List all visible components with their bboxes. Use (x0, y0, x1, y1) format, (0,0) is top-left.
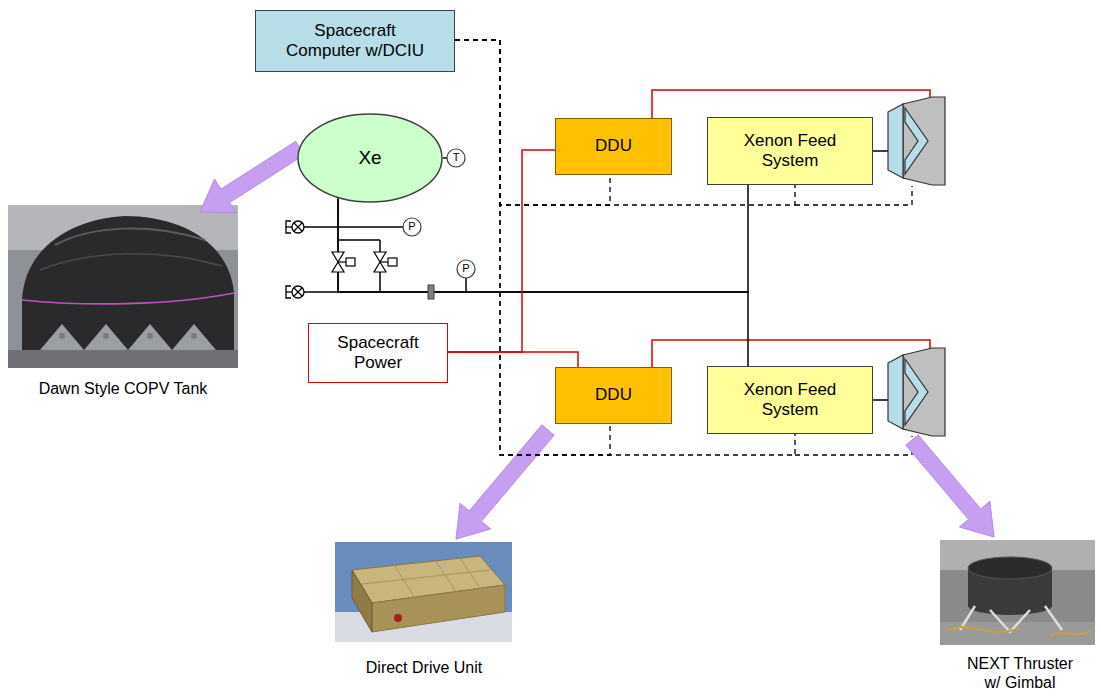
photo-cables (948, 627, 1090, 636)
ellipse-shape (298, 114, 442, 202)
tank-highlight (55, 228, 205, 245)
thruster-body (903, 348, 945, 436)
ddu-photo (335, 542, 512, 642)
thruster-chevron (905, 359, 928, 425)
ddu-box: DDU (555, 367, 672, 424)
sensor-letter: P (457, 262, 475, 275)
callout-arrows (200, 141, 994, 539)
tank-photo (8, 205, 238, 368)
power-box: Spacecraft Power (308, 323, 448, 383)
node-text: Spacecraft Power (323, 333, 433, 374)
latch-valve (332, 252, 355, 272)
tank-bolt (147, 333, 153, 339)
thruster-bottom (968, 597, 1052, 615)
ddu-panel-lines (362, 558, 490, 598)
tank-skirt-cutouts (40, 324, 216, 350)
valve-cross (294, 223, 302, 231)
ddu-box: DDU (555, 118, 672, 175)
valve-stem (286, 291, 292, 292)
node-text: Xe (358, 147, 381, 170)
data-line (795, 186, 912, 205)
node-text: DDU (595, 385, 632, 405)
thruster-chevron (905, 108, 928, 174)
tank-dome (22, 216, 234, 350)
tank-bolt (59, 333, 65, 339)
valve-body (292, 221, 304, 233)
thruster-body (903, 97, 945, 185)
photo-caption: Direct Drive Unit (329, 658, 519, 677)
data-line (795, 436, 912, 455)
valve-cap (286, 221, 291, 233)
photo-background (940, 540, 1095, 645)
filter-symbol (428, 285, 434, 299)
plumbing-line (304, 291, 338, 293)
node-text: Spacecraft Computer w/DCIU (280, 21, 430, 62)
valve-stem (381, 261, 388, 262)
thruster-gimbal (888, 355, 903, 429)
plumbing-line (304, 226, 338, 228)
tank-highlight (40, 254, 222, 270)
node-text: Xenon Feed System (730, 131, 850, 172)
ddu-connector (394, 614, 402, 622)
thruster-symbol (888, 97, 945, 185)
thruster-photo (940, 540, 1095, 645)
tank-bolt (103, 333, 109, 339)
xenon-tank: Xe (297, 113, 443, 203)
valve-actuator (388, 258, 397, 266)
sensor-circle (447, 149, 465, 167)
ddu-side-face (352, 570, 372, 632)
computer-box: Spacecraft Computer w/DCIU (255, 10, 455, 72)
xenon-line (873, 399, 888, 401)
valve-cross (294, 288, 302, 296)
photo-background (335, 542, 512, 642)
feed-system-box: Xenon Feed System (707, 366, 873, 434)
sensor-letter: P (403, 220, 421, 233)
power-wire (448, 150, 555, 352)
node-text: Xenon Feed System (730, 380, 850, 421)
plumbing-line (465, 278, 467, 292)
xenon-line (873, 150, 888, 152)
latch-valve (374, 252, 397, 272)
sensor-letter: T (447, 151, 465, 164)
callout-arrow (906, 435, 994, 537)
tank-seam (22, 293, 234, 304)
valve-actuator (346, 258, 355, 266)
tank-bolt (191, 333, 197, 339)
fill-valve (286, 221, 304, 233)
sensor-circle (403, 218, 421, 236)
thruster-gimbal (888, 104, 903, 178)
photo-caption: Dawn Style COPV Tank (18, 379, 228, 398)
valve-cap (286, 286, 291, 298)
photo-background (8, 205, 238, 368)
feed-system-box: Xenon Feed System (707, 117, 873, 185)
plumbing-line (338, 226, 403, 228)
power-wire (448, 352, 578, 367)
valve-stem (286, 226, 292, 227)
thruster-face (968, 557, 1052, 579)
valve-body (292, 286, 304, 298)
valve-stem (339, 261, 346, 262)
sensor-link (443, 157, 447, 159)
fill-valve (286, 286, 304, 298)
node-text: DDU (595, 136, 632, 156)
xenon-line (338, 185, 748, 292)
callout-arrow (200, 141, 304, 212)
sensor-circle (457, 260, 475, 278)
plumbing-line (338, 239, 380, 241)
ddu-front-face (372, 585, 505, 632)
callout-arrow (456, 425, 554, 539)
photo-caption: NEXT Thruster w/ Gimbal (961, 654, 1079, 692)
photo-floor (8, 350, 238, 368)
thruster-symbol (888, 348, 945, 436)
